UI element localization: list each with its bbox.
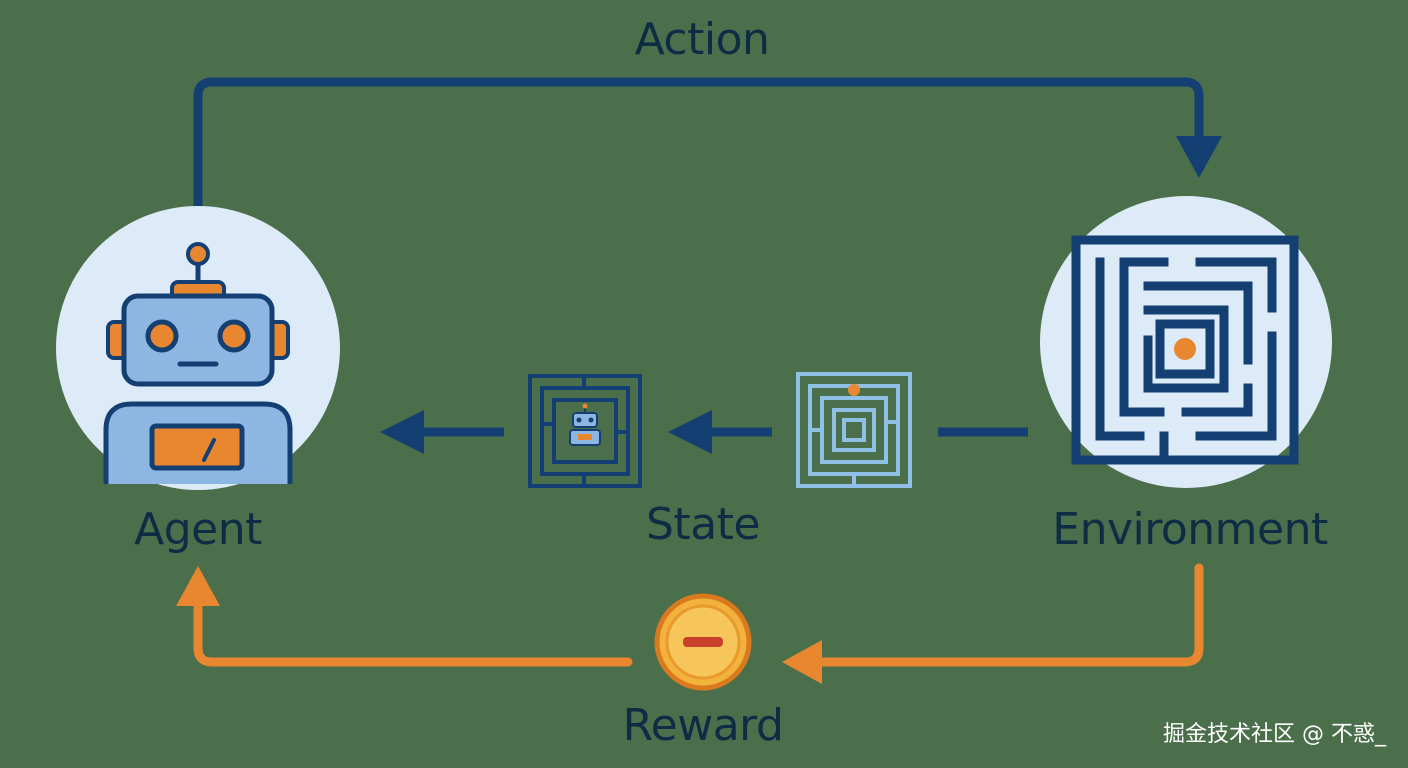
negative-coin-icon	[654, 593, 752, 691]
reward-label: Reward	[622, 700, 784, 751]
maze-icon	[1071, 235, 1299, 465]
environment-label: Environment	[1052, 504, 1328, 555]
state-arrows	[380, 410, 1028, 454]
environment-node	[1040, 196, 1332, 488]
robot-icon	[103, 242, 293, 484]
maze-light-icon	[796, 372, 912, 488]
action-label: Action	[634, 14, 770, 65]
state-label: State	[646, 499, 760, 550]
reward-arrow	[176, 563, 1204, 684]
agent-node	[56, 206, 340, 490]
mini-robot-icon	[569, 403, 601, 446]
agent-label: Agent	[134, 504, 262, 555]
action-arrow	[193, 77, 1222, 211]
maze-with-robot-icon	[528, 374, 642, 488]
watermark: 掘金技术社区 @ 不惑_	[1163, 722, 1386, 747]
